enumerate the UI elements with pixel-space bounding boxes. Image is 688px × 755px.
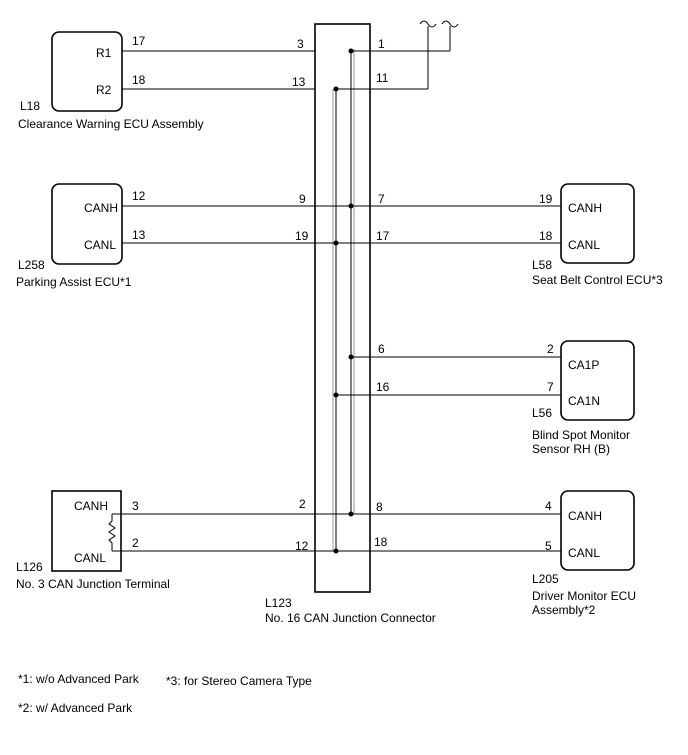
splice-dot: [333, 392, 339, 398]
connector-code: L123: [265, 596, 292, 610]
dm-name-2: Assembly*2: [532, 603, 596, 617]
clearance-code: L18: [20, 99, 40, 113]
pin-w2-right: 13: [292, 75, 306, 89]
dm-name-1: Driver Monitor ECU: [532, 589, 636, 603]
parking-pin-canl: CANL: [84, 238, 116, 252]
jt-name: No. 3 CAN Junction Terminal: [16, 577, 170, 591]
blindspot-name-1: Blind Spot Monitor: [532, 428, 630, 442]
pin-w7-out: 8: [376, 500, 383, 514]
splice-dot: [348, 354, 354, 360]
jt-code: L126: [16, 560, 43, 574]
pin-w4-out: 17: [376, 229, 390, 243]
pin-w6-out: 16: [376, 380, 390, 394]
splice-dot: [348, 203, 354, 209]
parking-code: L258: [18, 258, 45, 272]
parking-ecu-box: [51, 183, 123, 265]
blindspot-pin-ca1p: CA1P: [568, 358, 599, 372]
splice-dot: [333, 240, 339, 246]
pin-w8-left: 2: [132, 536, 139, 550]
parking-pin-canh: CANH: [84, 201, 118, 215]
seatbelt-ecu-box: [560, 183, 635, 264]
jt-pin-canl: CANL: [74, 551, 106, 565]
driver-monitor-box: [560, 490, 635, 571]
seatbelt-code: L58: [532, 258, 552, 272]
pin-w3-left: 12: [132, 189, 146, 203]
break-mark-a: [419, 20, 437, 28]
connector-name: No. 16 CAN Junction Connector: [265, 611, 436, 625]
pin-w4-right: 19: [295, 229, 309, 243]
pin-w2-left: 18: [132, 73, 146, 87]
dm-pin-canh: CANH: [568, 509, 602, 523]
resistor-symbol: [108, 514, 116, 551]
dm-pin-canl: CANL: [568, 546, 600, 560]
pin-w7-right: 2: [299, 497, 306, 511]
junction-terminal-box: [51, 490, 122, 572]
seatbelt-pin-canh: CANH: [568, 201, 602, 215]
pin-w4-left: 13: [132, 228, 146, 242]
pin-w7-ecu: 4: [545, 499, 552, 513]
pin-w1-right: 3: [297, 37, 304, 51]
note-1: *1: w/o Advanced Park: [18, 672, 140, 686]
note-3: *3: for Stereo Camera Type: [166, 674, 312, 688]
pin-w8-ecu: 5: [545, 539, 552, 553]
clearance-ecu-box: [51, 31, 123, 112]
note-2: *2: w/ Advanced Park: [18, 701, 133, 715]
pin-w1-out: 1: [378, 37, 385, 51]
blindspot-name-2: Sensor RH (B): [532, 442, 610, 456]
splice-dot: [333, 548, 339, 554]
clearance-pin-r1: R1: [96, 46, 112, 60]
dm-code: L205: [532, 572, 559, 586]
pin-w6-ecu: 7: [547, 380, 554, 394]
pin-w7-left: 3: [132, 499, 139, 513]
splice-dot: [333, 86, 339, 92]
pin-w5-ecu: 2: [547, 342, 554, 356]
junction-connector-box: [314, 23, 371, 593]
pin-w5-out: 6: [378, 342, 385, 356]
pin-w1-left: 17: [132, 34, 146, 48]
pin-w2-out: 11: [376, 71, 389, 85]
pin-w4-ecu: 18: [539, 229, 553, 243]
pin-w8-right: 12: [295, 539, 309, 553]
seatbelt-pin-canl: CANL: [568, 238, 600, 252]
splice-dot: [348, 511, 354, 517]
pin-w8-out: 18: [374, 535, 388, 549]
clearance-pin-r2: R2: [96, 83, 112, 97]
jt-pin-canh: CANH: [74, 499, 108, 513]
splice-dot: [348, 48, 354, 54]
blindspot-box: [560, 340, 635, 421]
pin-w3-ecu: 19: [539, 192, 553, 206]
seatbelt-name: Seat Belt Control ECU*3: [532, 273, 663, 287]
break-mark-b: [441, 20, 459, 28]
clearance-name: Clearance Warning ECU Assembly: [18, 117, 204, 131]
blindspot-pin-ca1n: CA1N: [568, 394, 600, 408]
blindspot-code: L56: [532, 406, 552, 420]
parking-name: Parking Assist ECU*1: [16, 275, 132, 289]
pin-w3-out: 7: [378, 192, 385, 206]
pin-w3-right: 9: [299, 192, 306, 206]
